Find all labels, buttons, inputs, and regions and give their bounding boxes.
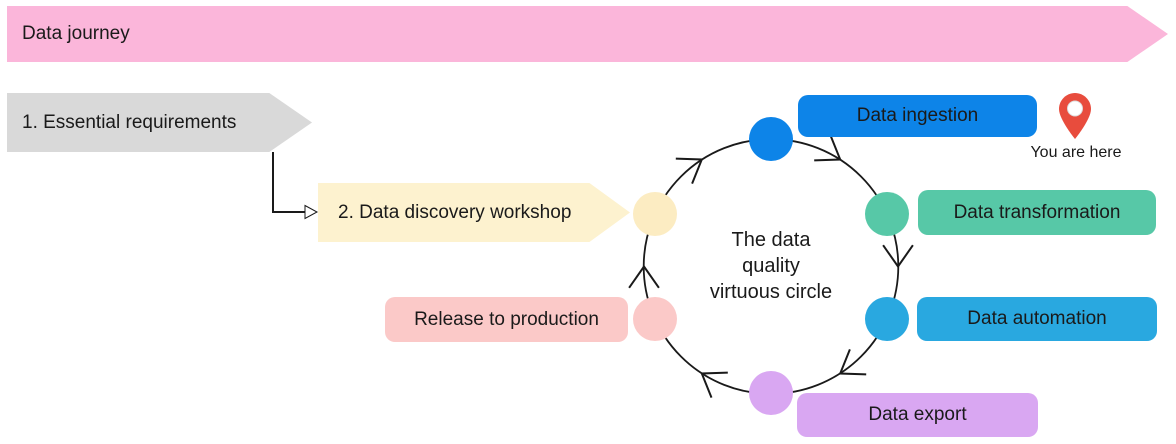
label-data-export[interactable]: Data export <box>797 393 1038 437</box>
label-release-to-production[interactable]: Release to production <box>385 297 628 342</box>
pin-hole <box>1067 100 1083 117</box>
caption-line-3: virtuous circle <box>709 281 833 303</box>
elbow-connector-arrow <box>272 152 319 220</box>
you-are-here-label: You are here <box>1030 144 1122 161</box>
step2-label: 2. Data discovery workshop <box>338 201 572 223</box>
arrowhead-bottom-left <box>700 371 728 398</box>
label-data-automation[interactable]: Data automation <box>917 297 1157 341</box>
label-data-transformation-text: Data transformation <box>953 201 1121 223</box>
arrowhead-top-right <box>814 135 842 162</box>
arrowhead-bottom-right <box>838 349 867 376</box>
arrowhead-top-left <box>675 157 704 184</box>
banner-label: Data journey <box>22 23 130 44</box>
node-data-automation[interactable] <box>865 297 909 341</box>
node-release-to-production[interactable] <box>633 297 677 341</box>
banner-data-journey[interactable]: Data journey <box>7 6 1168 62</box>
step1-label: 1. Essential requirements <box>22 111 237 133</box>
label-data-ingestion-text: Data ingestion <box>856 105 979 126</box>
label-data-transformation[interactable]: Data transformation <box>918 190 1156 235</box>
step-data-discovery-workshop[interactable]: 2. Data discovery workshop <box>318 183 630 242</box>
step-essential-requirements[interactable]: 1. Essential requirements <box>7 93 312 152</box>
location-pin-icon[interactable] <box>1057 92 1093 140</box>
arrowhead-right <box>882 244 914 269</box>
caption-line-2: quality <box>742 255 800 277</box>
label-data-export-text: Data export <box>868 404 967 425</box>
caption-line-1: The data <box>731 229 811 251</box>
label-data-ingestion[interactable]: Data ingestion <box>798 95 1037 137</box>
node-discovery-entry[interactable] <box>633 192 677 236</box>
node-data-transformation[interactable] <box>865 192 909 236</box>
label-release-to-production-text: Release to production <box>414 308 599 330</box>
node-data-export[interactable] <box>749 371 793 415</box>
label-data-automation-text: Data automation <box>967 308 1107 329</box>
cycle-center-caption[interactable]: The data quality virtuous circle <box>661 227 881 305</box>
node-data-ingestion[interactable] <box>749 117 793 161</box>
arrowhead-left <box>628 264 660 289</box>
